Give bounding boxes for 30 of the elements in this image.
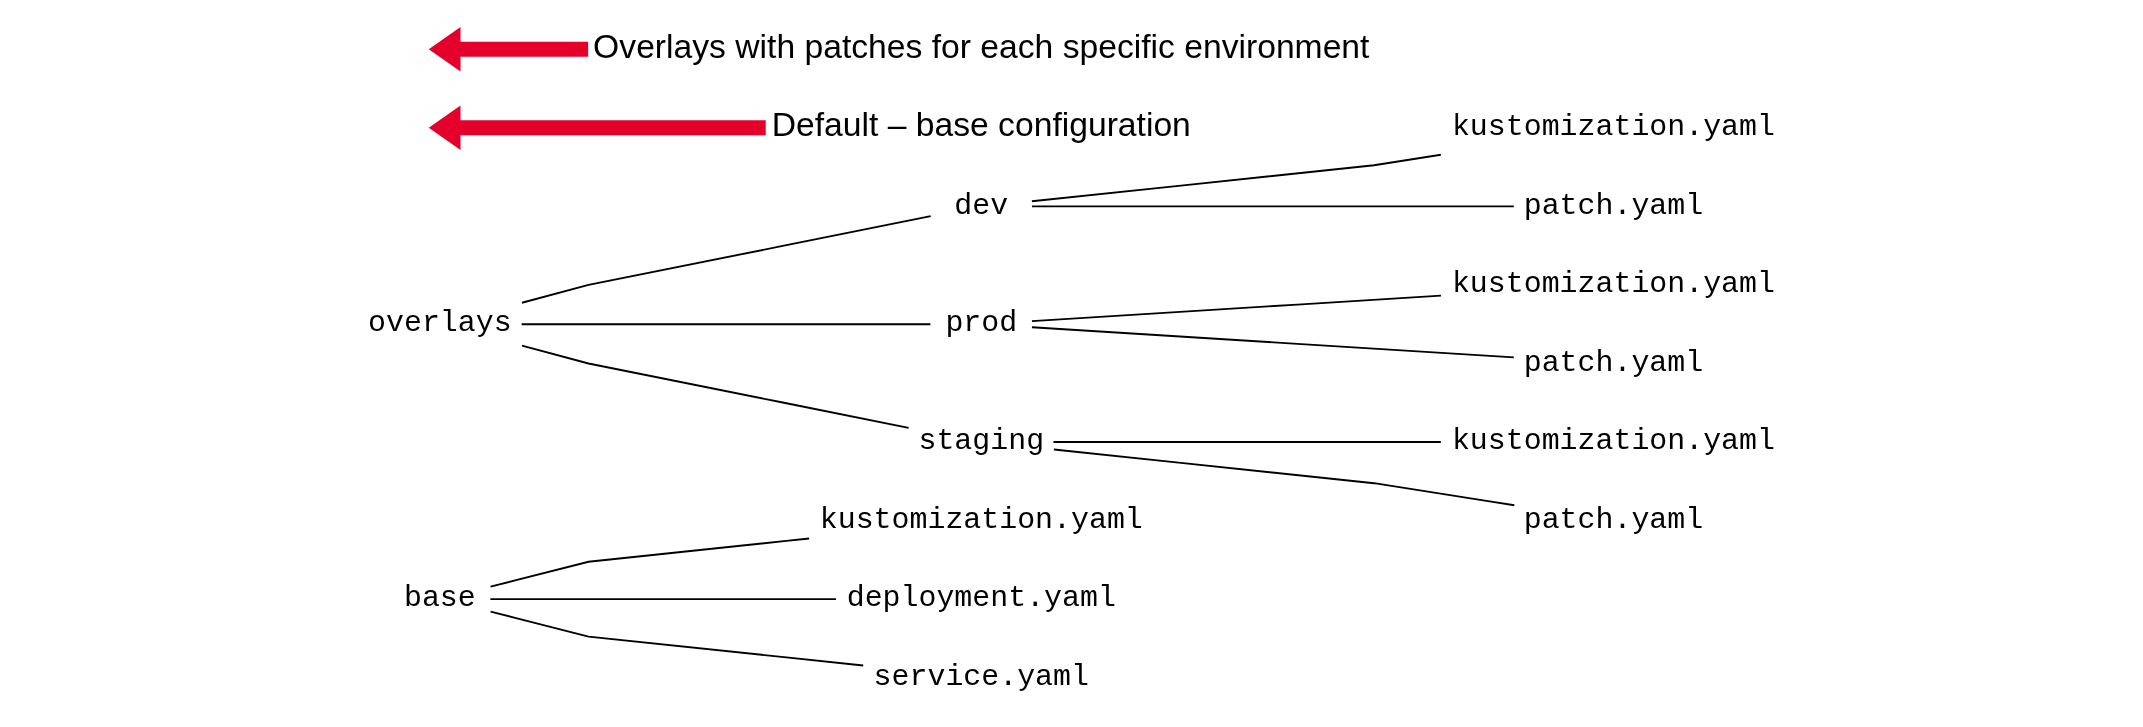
node-text: patch.yaml <box>1523 345 1703 380</box>
connector <box>520 323 931 326</box>
node-text: service.yaml <box>873 659 1089 694</box>
node-text: Default – base configuration <box>771 106 1191 144</box>
node-text: overlays <box>367 306 512 341</box>
connector <box>520 215 932 304</box>
node-text: kustomization.yaml <box>1451 267 1775 302</box>
connector <box>488 598 837 601</box>
connector <box>489 537 810 588</box>
connector <box>489 610 864 667</box>
arrow <box>428 105 766 151</box>
connector <box>1030 294 1442 323</box>
node-text: kustomization.yaml <box>1451 109 1775 144</box>
node-text: kustomization.yaml <box>819 502 1143 537</box>
node-text: deployment.yaml <box>846 581 1116 616</box>
connector <box>1052 448 1515 507</box>
node-text: Overlays with patches for each specific environment <box>592 27 1369 65</box>
connector <box>1030 326 1515 359</box>
node-text: patch.yaml <box>1523 188 1703 223</box>
node-text: prod <box>944 306 1017 341</box>
connector <box>1030 205 1515 208</box>
arrow <box>428 27 588 72</box>
node-text: dev <box>953 188 1008 223</box>
node-text: staging <box>917 424 1044 459</box>
connector <box>1052 441 1442 443</box>
node-text: kustomization.yaml <box>1451 424 1775 459</box>
connector <box>1030 153 1442 203</box>
node-text: base <box>403 581 476 616</box>
node-text: patch.yaml <box>1523 502 1703 537</box>
connector <box>520 344 910 429</box>
